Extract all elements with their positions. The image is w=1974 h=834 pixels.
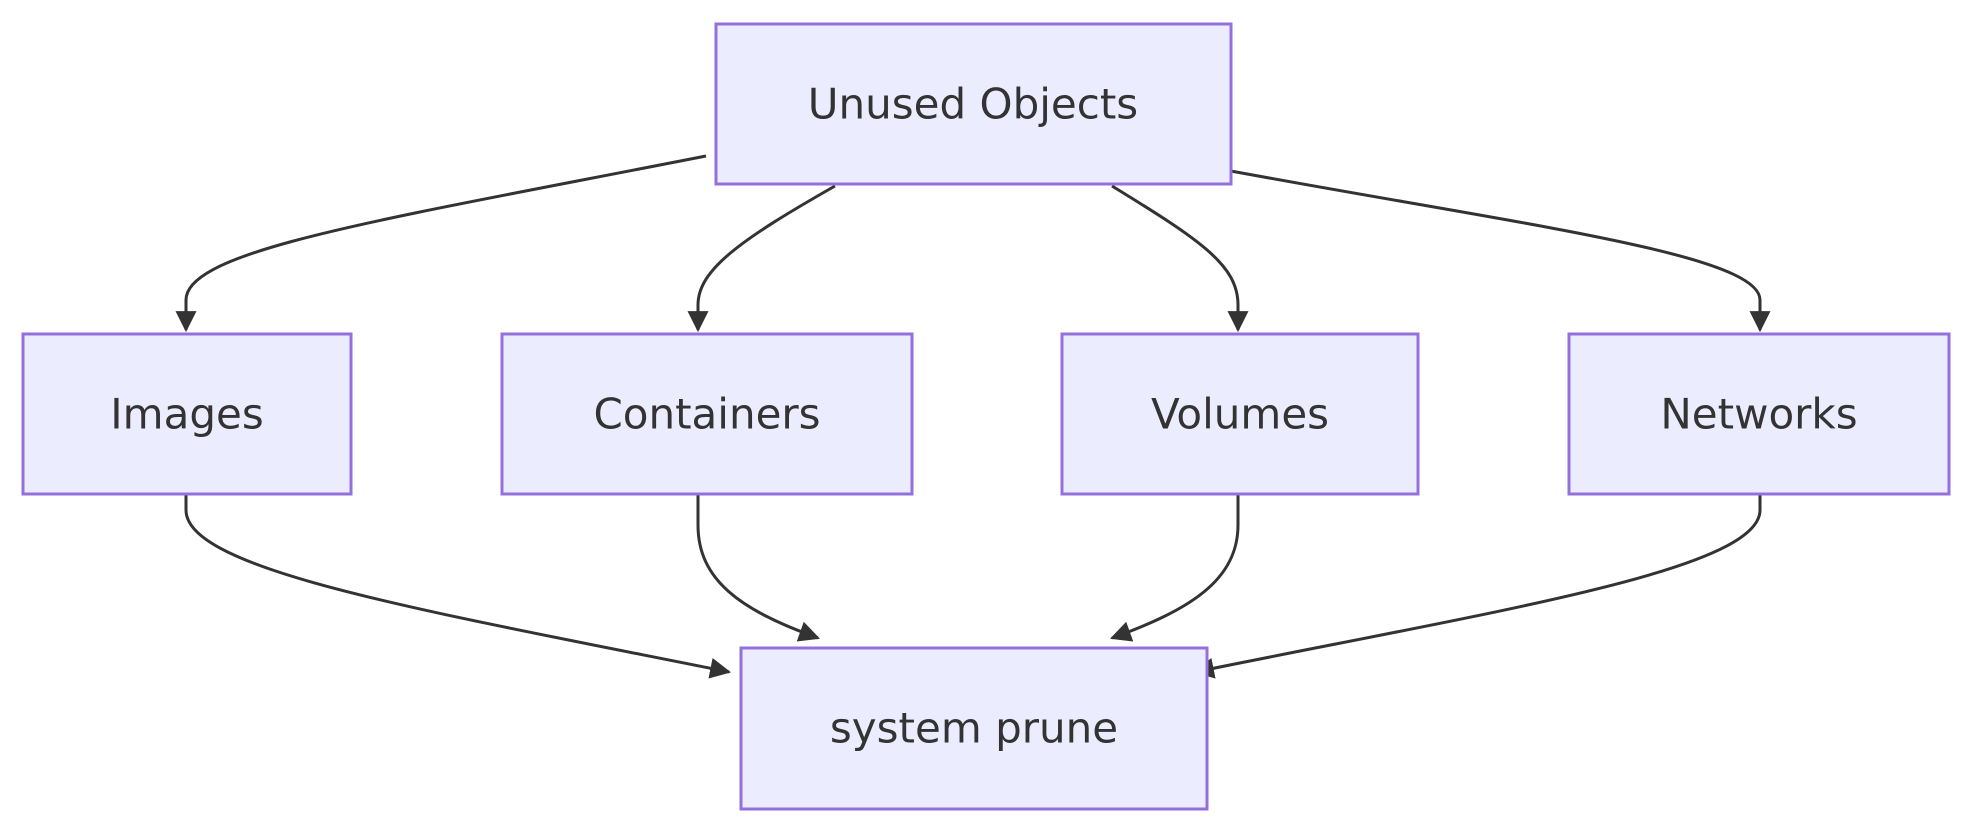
node-label: Networks bbox=[1660, 390, 1857, 439]
node-label: Volumes bbox=[1151, 390, 1329, 439]
edge-unused-to-containers bbox=[687, 184, 836, 333]
node-images: Images bbox=[21, 332, 353, 496]
edge-volumes-to-prune bbox=[1110, 494, 1240, 642]
node-containers: Containers bbox=[500, 332, 914, 496]
node-system-prune: system prune bbox=[739, 646, 1209, 811]
edge-images-to-prune bbox=[184, 494, 732, 679]
node-label: Containers bbox=[593, 390, 820, 439]
node-networks: Networks bbox=[1567, 332, 1951, 496]
node-unused-objects: Unused Objects bbox=[714, 22, 1233, 186]
edge-unused-to-volumes bbox=[1111, 184, 1249, 333]
edge-unused-to-networks bbox=[1150, 154, 1771, 333]
edge-unused-to-images bbox=[175, 154, 707, 333]
node-volumes: Volumes bbox=[1060, 332, 1420, 496]
node-label: Unused Objects bbox=[808, 80, 1138, 129]
node-label: Images bbox=[110, 390, 263, 439]
edge-networks-to-prune bbox=[1192, 494, 1762, 679]
node-label: system prune bbox=[830, 704, 1118, 753]
edge-containers-to-prune bbox=[696, 494, 820, 642]
